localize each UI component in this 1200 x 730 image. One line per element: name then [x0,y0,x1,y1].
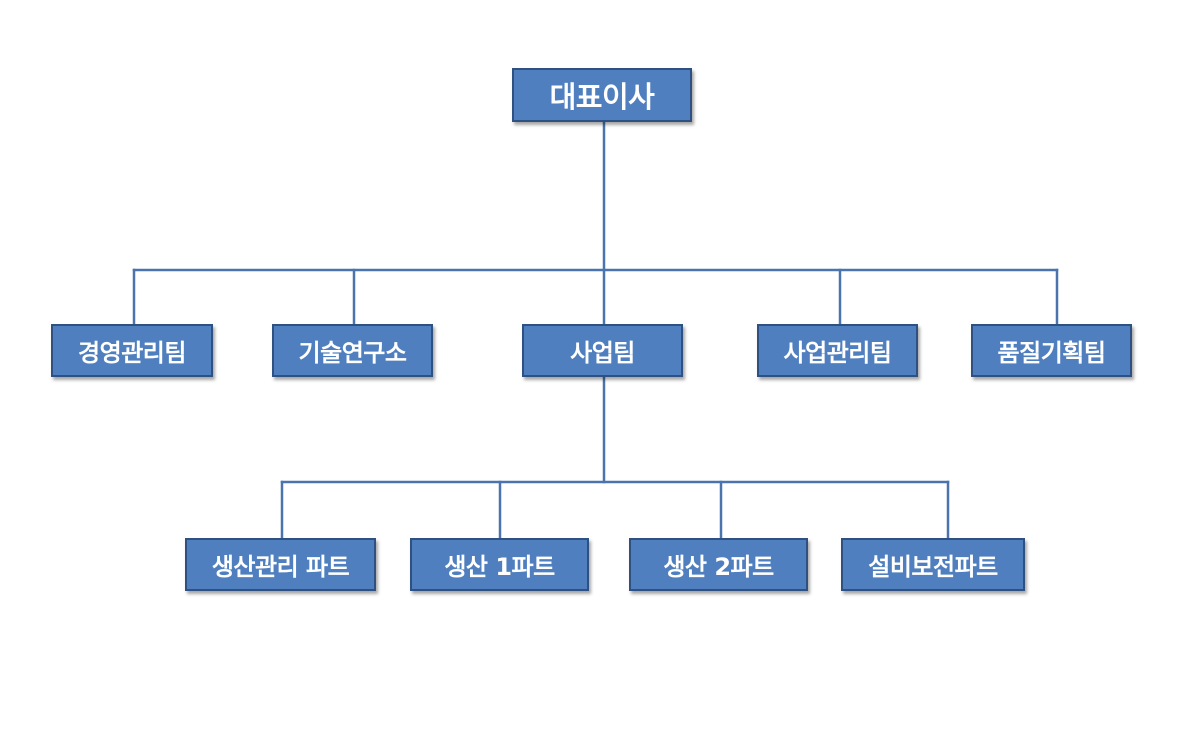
node-production-part-1: 생산 1파트 [410,538,589,591]
node-ceo: 대표이사 [512,68,692,122]
node-production-management-part: 생산관리 파트 [185,538,376,591]
node-business-team: 사업팀 [522,324,683,377]
node-management-team: 경영관리팀 [51,324,213,377]
node-research-institute: 기술연구소 [272,324,433,377]
node-production-part-2: 생산 2파트 [629,538,808,591]
node-facility-maintenance-part: 설비보전파트 [841,538,1025,591]
node-business-management-team: 사업관리팀 [757,324,918,377]
node-quality-planning-team: 품질기획팀 [971,324,1132,377]
